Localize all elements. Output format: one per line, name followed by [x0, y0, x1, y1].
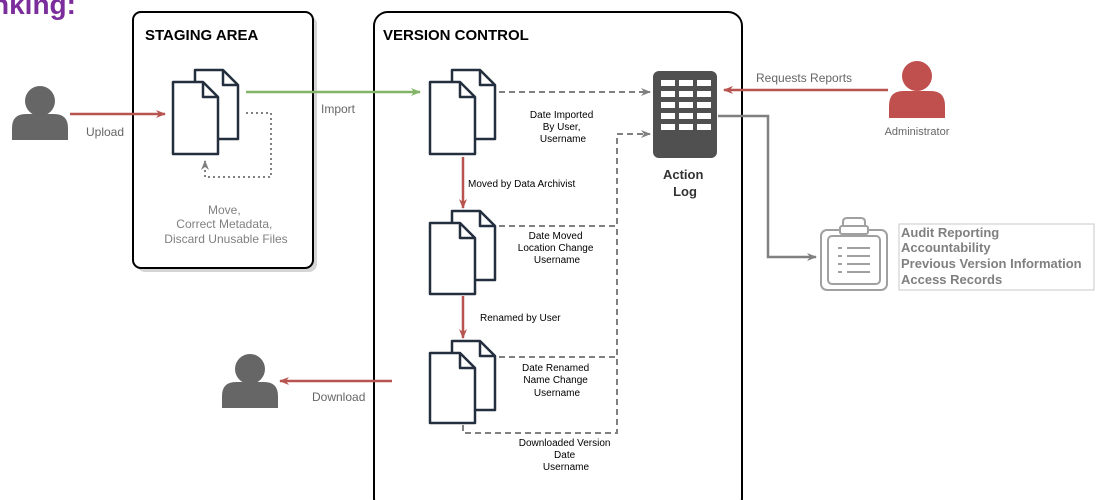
renamed-documents-icon [428, 339, 497, 425]
note-downloaded: Downloaded Version Date Username [519, 438, 614, 473]
report-item: Audit Reporting [901, 225, 999, 240]
upload-label: Upload [86, 125, 124, 139]
report-clipboard-icon [820, 217, 888, 291]
reports-list: Audit Reporting Accountability Previous … [898, 223, 1095, 291]
history-log-link [499, 130, 651, 227]
downloader-user-icon [222, 354, 278, 408]
version-control-title: VERSION CONTROL [383, 27, 529, 44]
svg-text:Audit Reporting Accounta: Audit Reporting Accountability Previous … [901, 225, 1085, 287]
report-item: Access Records [901, 272, 1002, 287]
reports-output-arrow [718, 114, 817, 261]
download-log-link [462, 226, 618, 434]
import-label: Import [321, 102, 356, 116]
download-label: Download [312, 390, 365, 404]
action-log-server-icon [653, 71, 717, 158]
moved-documents-icon [428, 209, 497, 296]
report-item: Accountability [901, 240, 991, 255]
staging-note: Move, Correct Metadata, Discard Unusable… [164, 203, 287, 246]
report-item: Previous Version Information [901, 256, 1082, 271]
administrator-icon [889, 61, 945, 118]
note-imported: Date Imported By User, Username [530, 110, 596, 145]
staging-rework-loop [201, 112, 272, 178]
moved-edge-label: Moved by Data Archivist [468, 179, 575, 190]
staging-documents-icon [171, 68, 240, 156]
uploader-user-icon [12, 86, 68, 140]
note-moved: Date Moved Location Change Username [518, 231, 596, 266]
administrator-label: Administrator [885, 126, 950, 138]
staging-area-title: STAGING AREA [145, 27, 259, 44]
renamed-edge-label: Renamed by User [480, 313, 561, 324]
imported-documents-icon [428, 68, 497, 156]
action-log-label: Action Log [663, 167, 707, 199]
header-fragment: nking: [0, 0, 76, 20]
note-renamed: Date Renamed Name Change Username [522, 363, 592, 399]
requests-reports-label: Requests Reports [756, 71, 852, 85]
